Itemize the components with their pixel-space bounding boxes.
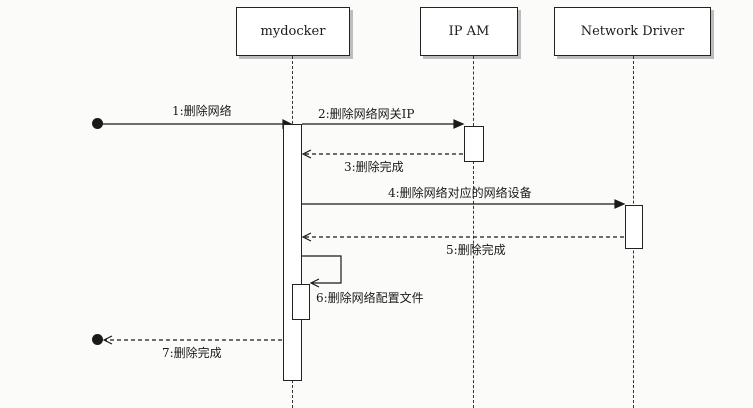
activation-mydocker bbox=[283, 124, 302, 381]
message-label-1: 1:删除网络 bbox=[172, 104, 232, 118]
activation-network-driver bbox=[625, 205, 643, 249]
participant-mydocker-label: mydocker bbox=[260, 24, 326, 39]
lifeline-ipam bbox=[473, 56, 474, 126]
arrowhead-msg-6 bbox=[309, 278, 320, 288]
arrowhead-msg-3 bbox=[301, 149, 312, 159]
lifeline-ipam-lower bbox=[473, 161, 474, 408]
participant-mydocker: mydocker bbox=[236, 7, 350, 56]
activation-ipam bbox=[464, 126, 484, 162]
participant-network-driver: Network Driver bbox=[554, 7, 711, 56]
participant-network-driver-label: Network Driver bbox=[580, 24, 685, 39]
participant-ipam-label: IP AM bbox=[448, 24, 490, 39]
actor-start-dot bbox=[92, 118, 103, 129]
arrowhead-msg-2 bbox=[453, 119, 465, 129]
message-label-6: 6:删除网络配置文件 bbox=[316, 291, 424, 305]
message-label-4: 4:删除网络对应的网络设备 bbox=[388, 186, 532, 200]
message-label-3: 3:删除完成 bbox=[344, 160, 404, 174]
participant-ipam: IP AM bbox=[420, 7, 518, 56]
arrowhead-msg-5 bbox=[301, 232, 312, 242]
arrow-msg-6 bbox=[302, 255, 342, 284]
arrowhead-msg-4 bbox=[614, 199, 626, 209]
arrowhead-msg-7 bbox=[102, 335, 113, 345]
activation-mydocker-self bbox=[292, 284, 310, 320]
actor-end-dot bbox=[92, 334, 103, 345]
message-label-7: 7:删除完成 bbox=[162, 346, 222, 360]
message-label-5: 5:删除完成 bbox=[446, 243, 506, 257]
message-label-2: 2:删除网络网关IP bbox=[318, 107, 415, 121]
